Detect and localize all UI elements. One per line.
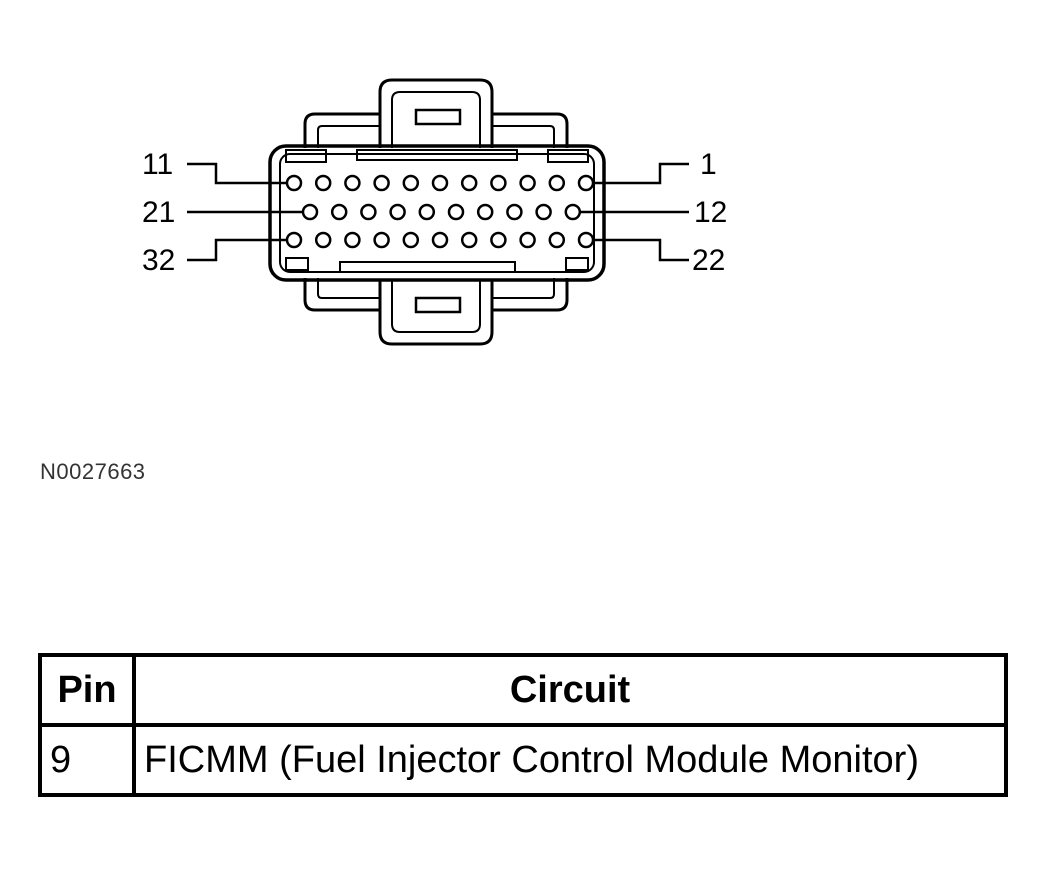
pin-cavity — [476, 203, 494, 221]
pin-cavities — [285, 174, 595, 249]
top-latch-slot — [414, 108, 462, 126]
pin-label-32: 32 — [142, 244, 175, 277]
pin-cavity — [519, 231, 536, 249]
pin-cavity — [519, 174, 536, 192]
pin-label-22: 22 — [692, 244, 725, 277]
header-circuit: Circuit — [132, 653, 1008, 727]
pin-cavity — [285, 174, 303, 192]
leader-row1-right — [590, 162, 689, 185]
pin-cavity — [360, 203, 377, 221]
pin-cavity — [431, 174, 449, 192]
pin-cavity — [285, 231, 303, 249]
pin-cavity — [301, 203, 319, 221]
pin-cavity — [344, 174, 361, 192]
pin-cavity — [577, 174, 595, 192]
leader-row1-left — [187, 162, 286, 185]
table-row: 9 FICMM (Fuel Injector Control Module Mo… — [38, 723, 1008, 797]
bottom-latch — [378, 280, 494, 346]
pin-cavity — [373, 231, 390, 249]
leader-row3-left — [187, 238, 286, 262]
cell-circuit: FICMM (Fuel Injector Control Module Moni… — [132, 723, 1008, 797]
connector-diagram: 11 1 21 12 32 22 — [142, 78, 727, 346]
pin-cavity — [418, 203, 436, 221]
pin-cavity — [431, 231, 449, 249]
pin-cavity — [460, 231, 478, 249]
pin-cavity — [447, 203, 465, 221]
top-latch — [378, 78, 494, 148]
pin-label-11: 11 — [142, 148, 173, 181]
header-pin: Pin — [38, 653, 136, 727]
pin-label-21: 21 — [142, 196, 175, 229]
connector-body — [268, 144, 606, 282]
pin-cavity — [535, 203, 552, 221]
bottom-latch-slot — [414, 296, 462, 314]
pin-cavity — [460, 174, 478, 192]
pin-cavity — [402, 231, 420, 249]
pin-cavity — [344, 231, 361, 249]
pin-cavity — [577, 231, 595, 249]
leader-row3-right — [590, 238, 689, 262]
figure-code: N0027663 — [40, 459, 146, 484]
pin-label-1: 1 — [700, 148, 717, 181]
cell-pin: 9 — [38, 723, 136, 797]
pin-cavity — [506, 203, 523, 221]
pin-cavity — [490, 174, 507, 192]
table-header-row: Pin Circuit — [38, 653, 1008, 727]
pin-cavity — [389, 203, 406, 221]
pin-cavity — [314, 174, 332, 192]
pin-circuit-table: Pin Circuit 9 FICMM (Fuel Injector Contr… — [38, 653, 1008, 797]
pin-cavity — [490, 231, 507, 249]
pin-cavity — [373, 174, 390, 192]
pin-cavity — [548, 174, 566, 192]
pin-cavity — [330, 203, 348, 221]
pin-cavity — [314, 231, 332, 249]
pin-cavity — [564, 203, 582, 221]
pin-label-12: 12 — [694, 196, 727, 229]
pin-cavity — [548, 231, 566, 249]
pin-cavity — [402, 174, 420, 192]
